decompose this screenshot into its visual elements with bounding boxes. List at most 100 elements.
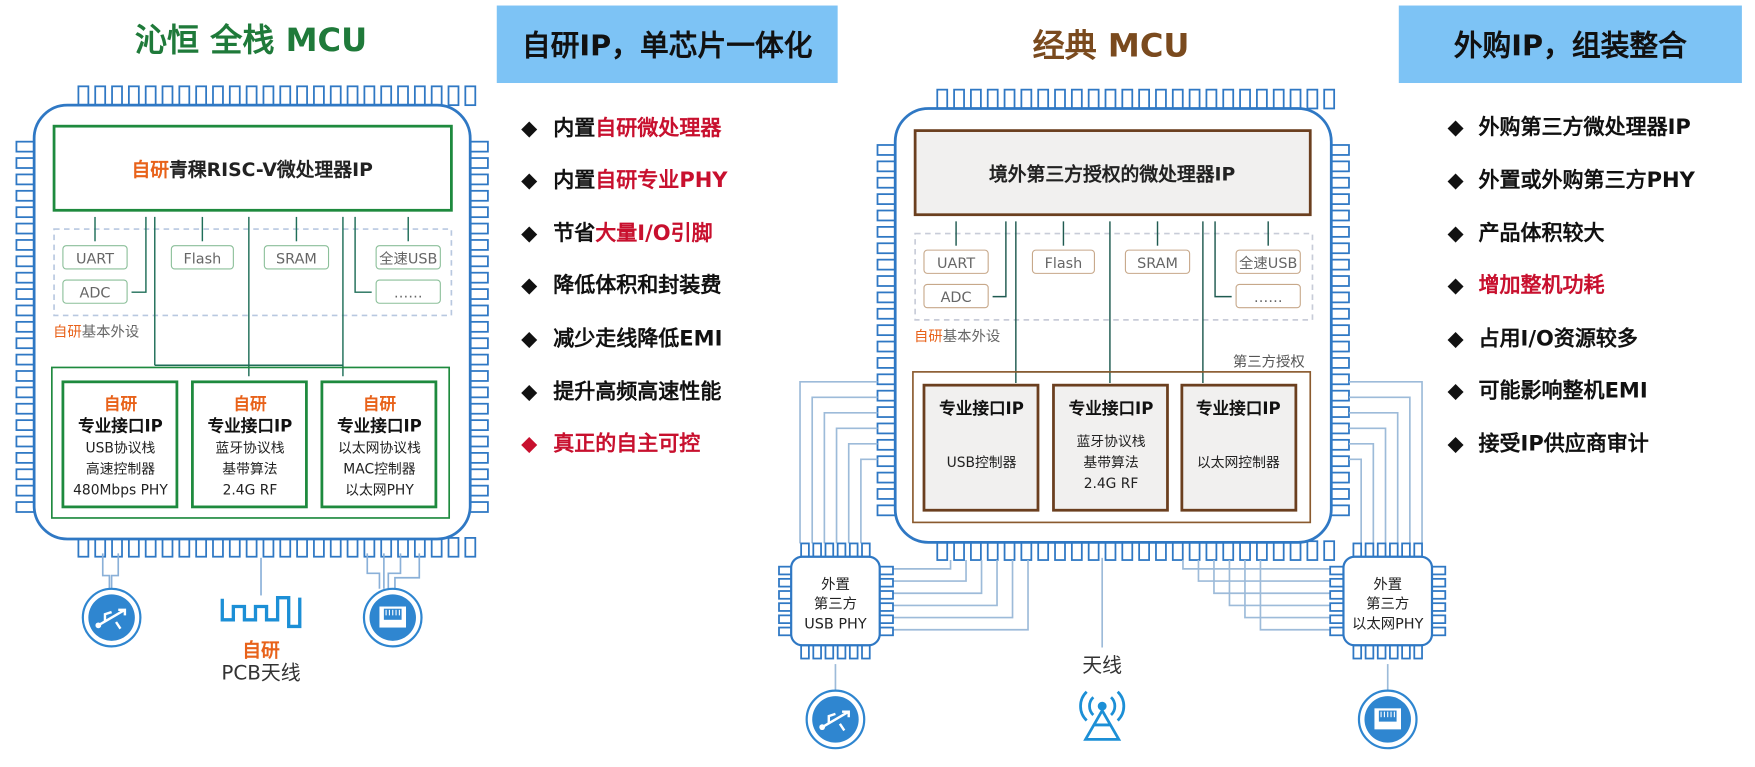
chip-pin bbox=[878, 590, 894, 600]
chip-pin bbox=[15, 140, 37, 153]
chip-pin bbox=[15, 370, 37, 382]
left-ip-block-ble: 自研 专业接口IP 蓝牙协议栈 基带算法 2.4G RF bbox=[191, 380, 308, 509]
chip-pin bbox=[1205, 88, 1218, 110]
chip-pin bbox=[970, 88, 982, 110]
chip-pin bbox=[970, 540, 982, 561]
svg-text:专业接口IP: 专业接口IP bbox=[939, 398, 1024, 418]
pcb-antenna-label: PCB天线 bbox=[221, 662, 300, 685]
chip-pin bbox=[876, 291, 898, 304]
chip-pin bbox=[468, 140, 489, 153]
chip-pin bbox=[468, 501, 489, 513]
periph-uart: UART bbox=[76, 251, 114, 267]
chip-pin bbox=[15, 189, 37, 202]
chip-pin bbox=[178, 537, 191, 558]
chip-pin bbox=[468, 288, 489, 300]
chip-pin bbox=[1171, 540, 1184, 561]
bullet-marker: ◆ bbox=[521, 325, 538, 350]
svg-text:节省大量I/O引脚: 节省大量I/O引脚 bbox=[553, 220, 712, 245]
wire-trace bbox=[1182, 560, 1331, 570]
chip-pin bbox=[468, 320, 489, 333]
chip-pin bbox=[468, 468, 489, 481]
right-periph-area bbox=[914, 232, 1314, 321]
chip-pin bbox=[279, 537, 292, 558]
chip-pin bbox=[228, 537, 241, 558]
chip-pin bbox=[1121, 540, 1134, 561]
chip-pin bbox=[1188, 88, 1201, 110]
left-external: 自研 PCB天线 bbox=[81, 553, 423, 685]
right-chip-top-pins bbox=[936, 88, 1336, 110]
chip-pin bbox=[1401, 644, 1411, 660]
chip-pin bbox=[848, 542, 859, 558]
chip-pin bbox=[1003, 540, 1016, 561]
chip-pin bbox=[1329, 626, 1345, 637]
chip-pin bbox=[1352, 542, 1363, 558]
ext-eth-phy-chip: 外置 第三方 以太网PHY bbox=[1329, 542, 1447, 660]
chip-pin bbox=[1256, 88, 1268, 110]
wire-trace bbox=[1348, 458, 1362, 544]
wire-trace bbox=[892, 560, 1029, 631]
chip-pin bbox=[1431, 602, 1447, 612]
chip-pin bbox=[1188, 540, 1201, 561]
chip-pin bbox=[876, 324, 898, 337]
chip-pin bbox=[329, 85, 342, 107]
wire-trace bbox=[860, 458, 878, 544]
chip-pin bbox=[296, 85, 308, 107]
chip-pin bbox=[876, 422, 898, 435]
svg-text:专业接口IP: 专业接口IP bbox=[78, 416, 163, 436]
chip-pin bbox=[77, 85, 90, 107]
svg-text:蓝牙协议栈: 蓝牙协议栈 bbox=[215, 441, 284, 457]
chip-pin bbox=[878, 626, 894, 637]
chip-pin bbox=[1352, 644, 1363, 660]
chip-pin bbox=[313, 85, 325, 107]
chip-pin bbox=[468, 255, 489, 268]
svg-text:外置或外购第三方PHY: 外置或外购第三方PHY bbox=[1478, 167, 1695, 192]
bullet-marker: ◆ bbox=[1447, 325, 1464, 350]
chip-pin bbox=[15, 157, 37, 169]
chip-pin bbox=[245, 537, 258, 558]
chip-pin bbox=[111, 537, 123, 558]
chip-pin bbox=[1329, 357, 1350, 369]
chip-pin bbox=[876, 193, 898, 205]
chip-pin bbox=[936, 88, 949, 110]
left-bullet-item: ◆ 减少走线降低EMI bbox=[521, 325, 722, 350]
chip-pin bbox=[1205, 540, 1218, 561]
chip-pin bbox=[1329, 340, 1350, 353]
chip-pin bbox=[296, 537, 308, 558]
chip-pin bbox=[1306, 540, 1319, 561]
chip-pin bbox=[1329, 160, 1350, 173]
antenna-icon bbox=[1079, 557, 1126, 741]
chip-pin bbox=[1329, 565, 1345, 576]
left-bullet-list: ◆ 内置自研微处理器 ◆ 内置自研专业PHY ◆ 节省大量I/O引脚 ◆ 降低体… bbox=[521, 115, 728, 455]
chip-pin bbox=[468, 189, 489, 202]
svg-text:专业接口IP: 专业接口IP bbox=[337, 416, 422, 436]
chip-pin bbox=[1104, 540, 1117, 561]
svg-text:蓝牙协议栈: 蓝牙协议栈 bbox=[1076, 434, 1145, 450]
wire-trace bbox=[1244, 560, 1331, 619]
chip-pin bbox=[15, 386, 37, 399]
chip-pin bbox=[1329, 242, 1350, 255]
chip-pin bbox=[15, 288, 37, 300]
wire-trace bbox=[823, 411, 878, 544]
chip-pin bbox=[144, 85, 157, 107]
right-bullet-item: ◆ 产品体积较大 bbox=[1447, 220, 1604, 245]
bullet-marker: ◆ bbox=[1447, 167, 1464, 192]
chip-pin bbox=[15, 435, 37, 448]
svg-text:专业接口IP: 专业接口IP bbox=[1069, 398, 1154, 418]
right-bullet-item: ◆ 外购第三方微处理器IP bbox=[1447, 114, 1690, 139]
chip-pin bbox=[876, 455, 898, 468]
bullet-marker: ◆ bbox=[521, 167, 538, 192]
chip-pin bbox=[1389, 644, 1399, 660]
right-bullet-item: ◆ 可能影响整机EMI bbox=[1447, 377, 1647, 402]
chip-pin bbox=[413, 85, 426, 107]
svg-text:专业接口IP: 专业接口IP bbox=[208, 416, 293, 436]
chip-pin bbox=[876, 471, 898, 484]
chip-pin bbox=[195, 85, 208, 107]
chip-pin bbox=[15, 353, 37, 366]
chip-pin bbox=[15, 239, 37, 251]
wire-trace bbox=[1197, 560, 1331, 582]
chip-pin bbox=[1329, 226, 1350, 238]
chip-pin bbox=[468, 435, 489, 448]
chip-pin bbox=[876, 438, 898, 451]
chip-pin bbox=[1389, 542, 1399, 558]
chip-pin bbox=[876, 357, 898, 369]
